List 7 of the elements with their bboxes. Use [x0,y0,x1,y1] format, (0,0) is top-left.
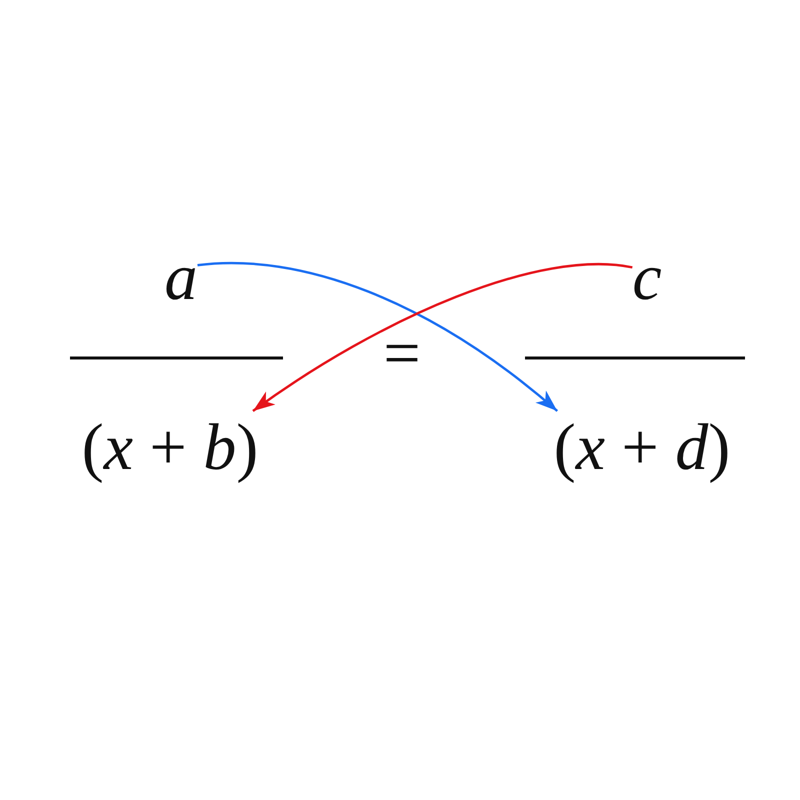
numerator-term: a [164,241,198,314]
equals-sign: = [383,317,421,390]
curved-arrow [252,263,632,412]
curved-arrow [197,262,558,412]
denominator-term: (x + b) [82,411,258,484]
denominator-term: (x + d) [554,411,730,484]
numerator-term: c [632,241,662,314]
